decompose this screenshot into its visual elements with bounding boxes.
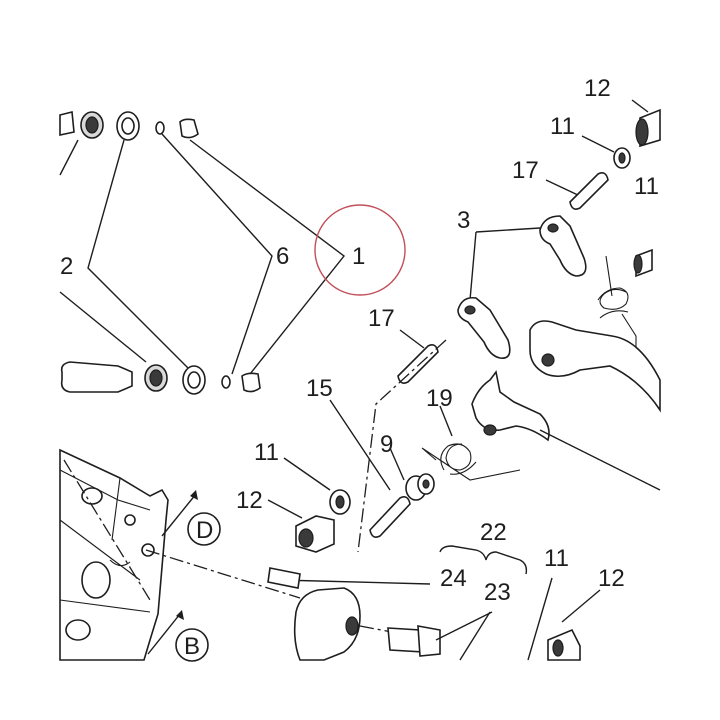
label-1: 1 xyxy=(352,243,365,270)
cap-top xyxy=(179,118,199,139)
bottom-center-parts xyxy=(267,545,601,661)
bolt-top-right xyxy=(635,108,661,148)
label-22: 22 xyxy=(480,519,507,546)
bolt-bottom-right xyxy=(547,628,581,661)
label-11-bottom: 11 xyxy=(544,545,569,572)
label-24: 24 xyxy=(440,565,467,592)
label-12-bottom: 12 xyxy=(598,565,625,592)
seal-ring-top xyxy=(116,111,140,141)
label-3: 3 xyxy=(457,207,470,234)
label-23: 23 xyxy=(484,579,511,606)
circlip-bottom xyxy=(221,375,231,389)
label-19: 19 xyxy=(426,385,453,412)
cap-bottom xyxy=(241,372,261,393)
label-12-top: 12 xyxy=(584,75,611,102)
label-11-top: 11 xyxy=(550,113,575,140)
view-label-d: D xyxy=(196,517,213,544)
bolt-right-mid xyxy=(633,248,653,278)
housing-block xyxy=(59,448,301,661)
bottom-left-parts xyxy=(60,361,261,395)
oil-seal-bottom xyxy=(144,364,168,392)
right-spring-fork xyxy=(529,248,661,413)
label-12-lower-left: 12 xyxy=(236,487,263,514)
view-label-b: B xyxy=(184,633,200,660)
rocker-middle xyxy=(457,296,511,359)
pin-lower xyxy=(369,496,411,538)
view-arrow-d xyxy=(161,490,221,546)
bracket-22 xyxy=(439,545,528,575)
bolt-bottom-center xyxy=(387,625,441,657)
right-upper-parts xyxy=(397,99,661,384)
label-15: 15 xyxy=(306,375,333,402)
label-17-upper: 17 xyxy=(512,157,539,184)
oil-seal-top xyxy=(80,111,104,139)
rocker-upper xyxy=(539,215,587,277)
seal-ring-bottom xyxy=(182,365,206,395)
label-2: 2 xyxy=(60,253,73,280)
shift-fork-right xyxy=(529,320,661,413)
bolt-lower-left xyxy=(295,515,335,553)
center-parts xyxy=(329,339,661,553)
lower-left-fasteners xyxy=(267,457,351,553)
view-arrow-b xyxy=(147,610,209,662)
sleeve xyxy=(60,361,133,393)
detent-arm xyxy=(293,587,361,661)
spring-center xyxy=(421,443,521,481)
label-9: 9 xyxy=(380,431,393,458)
spacer-collar xyxy=(405,473,435,501)
pin-upper xyxy=(569,172,609,210)
pin-middle xyxy=(397,344,439,384)
leaders-left xyxy=(59,133,345,375)
label-17-middle: 17 xyxy=(368,305,395,332)
label-11-lower-left: 11 xyxy=(254,439,279,466)
circlip-top xyxy=(155,121,165,135)
dowel-pin xyxy=(267,567,301,589)
callout-labels: 1 2 6 3 12 11 11 17 17 15 19 9 11 12 22 … xyxy=(60,75,659,660)
label-6: 6 xyxy=(276,243,289,270)
top-left-parts xyxy=(59,110,199,141)
highlight-circle xyxy=(314,204,406,296)
label-11-right: 11 xyxy=(634,173,659,200)
